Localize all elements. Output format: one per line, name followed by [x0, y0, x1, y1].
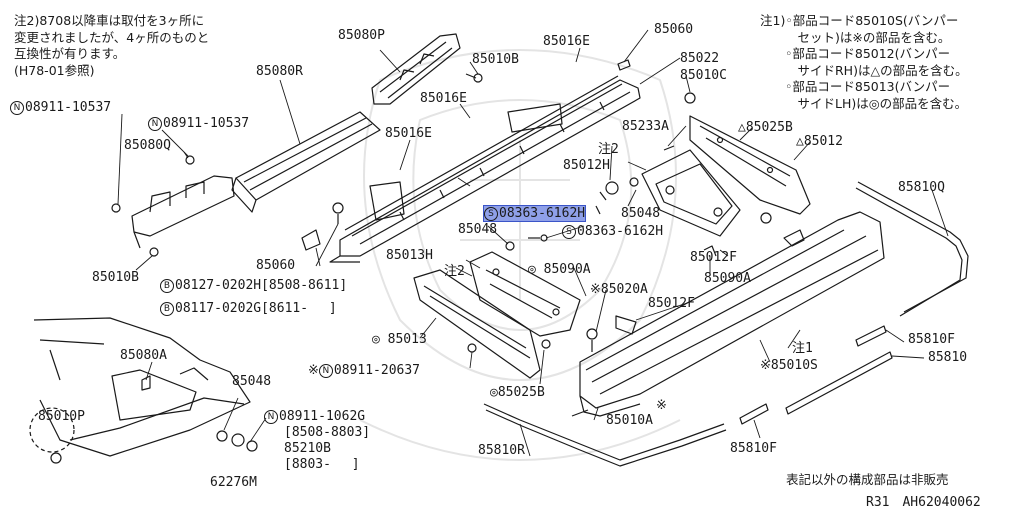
diagram-code: R31 AH62040062	[866, 495, 981, 510]
detail-circle	[29, 407, 75, 453]
label-85048-b[interactable]: 85048	[458, 222, 498, 237]
label-85080R[interactable]: 85080R	[256, 64, 303, 79]
not-sold-note: 表記以外の構成部品は非販売	[786, 472, 949, 487]
asterisk-mark: ※	[656, 398, 667, 413]
label-85016E-top[interactable]: 85016E	[543, 34, 590, 49]
label-85016E-mid[interactable]: 85016E	[420, 91, 467, 106]
label-85012F-a[interactable]: 85012F	[690, 250, 737, 265]
s-circle-icon: S	[562, 225, 576, 239]
label-85233A[interactable]: 85233A	[622, 119, 669, 134]
label-85048-a[interactable]: 85048	[621, 206, 661, 221]
label-85012F-b[interactable]: 85012F	[648, 296, 695, 311]
label-85013[interactable]: ◎ 85013	[372, 332, 427, 347]
label-85020A[interactable]: ※85020A	[590, 282, 648, 297]
label-85810[interactable]: 85810	[928, 350, 968, 365]
label-8508-8803: [8508-8803]	[284, 425, 371, 440]
cover-85080R	[231, 111, 381, 213]
label-85080Q[interactable]: 85080Q	[124, 138, 171, 153]
bumper-side-85012	[689, 115, 811, 215]
b-circle-icon: B	[160, 302, 174, 316]
label-85010B-left[interactable]: 85010B	[92, 270, 139, 285]
bracket-85080Q	[131, 175, 235, 249]
s-circle-icon: S	[484, 207, 498, 221]
n-circle-icon: N	[148, 117, 162, 131]
bumper-side-85013	[413, 269, 541, 379]
label-85016E-low[interactable]: 85016E	[385, 126, 432, 141]
hardware-fasteners	[111, 59, 805, 452]
bumper-fascia-85010S	[579, 211, 885, 417]
label-85025B-top[interactable]: △85025B	[738, 120, 793, 135]
label-85010P[interactable]: 85010P	[38, 409, 85, 424]
label-85810F-right[interactable]: 85810F	[908, 332, 955, 347]
bracket-85080P	[371, 33, 461, 105]
watermark-logo	[359, 49, 681, 461]
label-62276M[interactable]: 62276M	[210, 475, 257, 490]
molding-85810F-right	[785, 325, 893, 415]
label-85010A[interactable]: 85010A	[606, 413, 653, 428]
label-85090A-a[interactable]: ◎ 85090A	[528, 262, 591, 277]
label-85010B-top[interactable]: 85010B	[472, 52, 519, 67]
b-circle-icon: B	[160, 279, 174, 293]
note-2: 注2)8708以降車は取付を3ヶ所に 変更されましたが、4ヶ所のものと 互換性が…	[14, 13, 210, 78]
n-circle-icon: N	[318, 364, 333, 378]
n-circle-icon: N	[10, 101, 24, 115]
leader-lines	[117, 29, 949, 457]
label-85080P[interactable]: 85080P	[338, 28, 385, 43]
label-8803: [8803- ]	[284, 457, 360, 472]
bracket-85013H	[469, 251, 581, 337]
n-circle-icon: N	[264, 410, 278, 424]
label-85012[interactable]: △85012	[796, 134, 843, 149]
label-85022[interactable]: 85022	[680, 51, 720, 66]
note1-tag: 注1	[792, 341, 813, 356]
label-85060-low[interactable]: 85060	[256, 258, 296, 273]
molding-85810Q	[855, 181, 969, 317]
label-85013H[interactable]: 85013H	[386, 248, 433, 263]
label-85810R[interactable]: 85810R	[478, 443, 525, 458]
bumper-reinforcement-85022	[329, 75, 641, 263]
label-85025B-low[interactable]: ◎85025B	[490, 385, 545, 400]
label-85090A-b[interactable]: 85090A	[704, 271, 751, 286]
label-85060-top[interactable]: 85060	[654, 22, 694, 37]
label-85810F-low[interactable]: 85810F	[730, 441, 777, 456]
label-85810Q[interactable]: 85810Q	[898, 180, 945, 195]
label-85210B[interactable]: 85210B	[284, 441, 331, 456]
note-1: 注1)◦部品コード85010S(バンパー セット)は※の部品を含む。 ◦部品コー…	[760, 13, 968, 111]
label-85012H[interactable]: 85012H	[563, 158, 610, 173]
car-rear-body	[33, 317, 251, 457]
note2-tag-a: 注2	[598, 142, 619, 157]
label-85048-c[interactable]: 85048	[232, 374, 272, 389]
label-85010S[interactable]: ※85010S	[760, 358, 818, 373]
molding-85810R	[483, 403, 769, 467]
bracket-85012H	[641, 149, 741, 237]
note2-tag-b: 注2	[444, 264, 465, 279]
label-85080A[interactable]: 85080A	[120, 348, 167, 363]
label-85010C[interactable]: 85010C	[680, 68, 727, 83]
